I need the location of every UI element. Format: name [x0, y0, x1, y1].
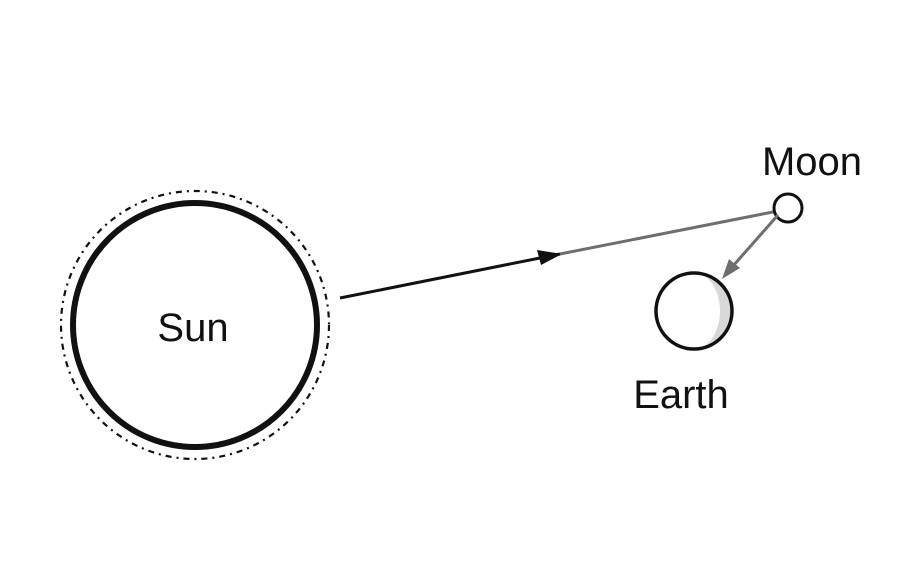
sun-body: [70, 200, 320, 450]
earth-body: [656, 273, 732, 349]
sunlight-ray: [339, 252, 561, 300]
moon-body: [772, 192, 804, 224]
reflected-ray-arrowhead: [722, 259, 740, 279]
sun-label: Sun: [157, 306, 228, 350]
reflected-ray: [731, 214, 780, 267]
sunlight-ray-continuation: [559, 209, 779, 256]
earth-label: Earth: [633, 373, 729, 417]
moon-label: Moon: [762, 140, 862, 184]
earth-shadow: [694, 273, 732, 349]
sunlight-ray-arrowhead: [537, 250, 562, 265]
sun-corona-ring: [59, 189, 331, 461]
earth-outline: [654, 271, 734, 351]
